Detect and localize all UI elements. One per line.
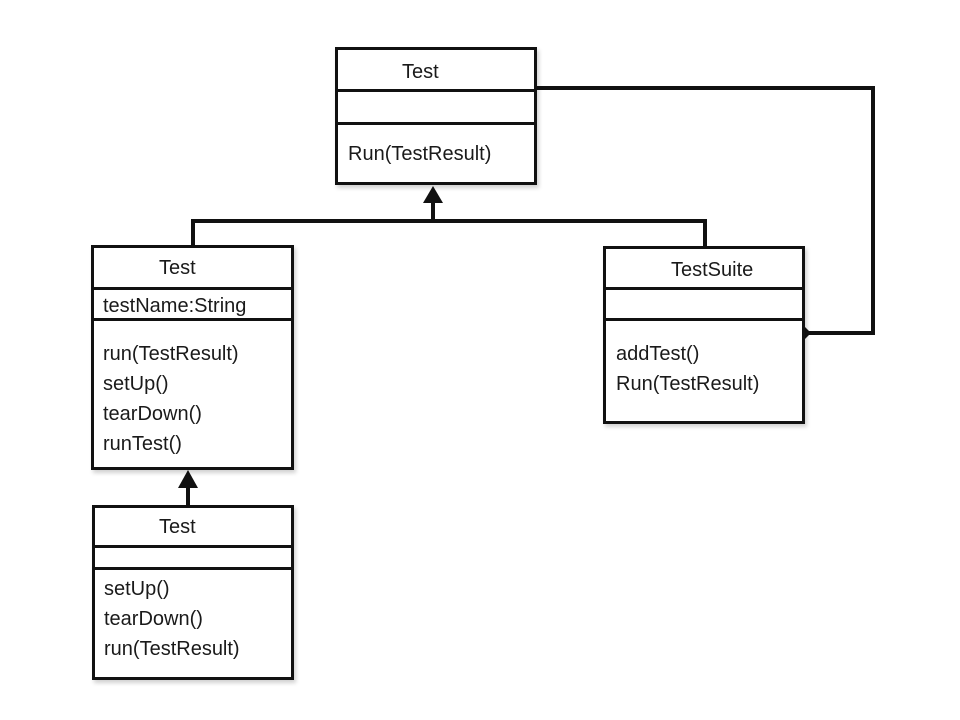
method-item: Run(TestResult) <box>616 373 760 395</box>
class-methods: Run(TestResult) <box>338 125 534 169</box>
method-item: setUp() <box>103 373 169 395</box>
generalization-line-test-case <box>191 219 435 248</box>
attribute-item: testName:String <box>103 295 247 317</box>
class-attributes <box>606 290 802 321</box>
class-test-case: Test testName:String run(TestResult) set… <box>91 245 294 470</box>
class-test-base: Test Run(TestResult) <box>335 47 537 185</box>
method-item: Run(TestResult) <box>348 143 492 165</box>
generalization-arrowhead-top <box>423 186 443 203</box>
class-name: Test <box>95 508 291 548</box>
class-attributes: testName:String <box>94 290 291 321</box>
class-name: TestSuite <box>606 249 802 290</box>
class-attributes <box>338 92 534 125</box>
method-item: addTest() <box>616 343 700 365</box>
class-test-suite: TestSuite addTest() Run(TestResult) <box>603 246 805 424</box>
method-item: run(TestResult) <box>103 343 239 365</box>
aggregation-line <box>535 86 875 335</box>
method-item: tearDown() <box>103 403 202 425</box>
class-name: Test <box>338 50 534 92</box>
class-test-derived: Test setUp() tearDown() run(TestResult) <box>92 505 294 680</box>
method-item: setUp() <box>104 578 170 600</box>
method-item: tearDown() <box>104 608 203 630</box>
method-item: run(TestResult) <box>104 638 240 660</box>
class-attributes <box>95 548 291 570</box>
class-methods: addTest() Run(TestResult) <box>606 321 802 399</box>
method-item: runTest() <box>103 433 182 455</box>
generalization-line-test-suite <box>431 219 707 248</box>
generalization-arrowhead-middle <box>178 470 198 488</box>
class-name: Test <box>94 248 291 290</box>
class-methods: run(TestResult) setUp() tearDown() runTe… <box>94 321 291 459</box>
class-methods: setUp() tearDown() run(TestResult) <box>95 570 291 664</box>
